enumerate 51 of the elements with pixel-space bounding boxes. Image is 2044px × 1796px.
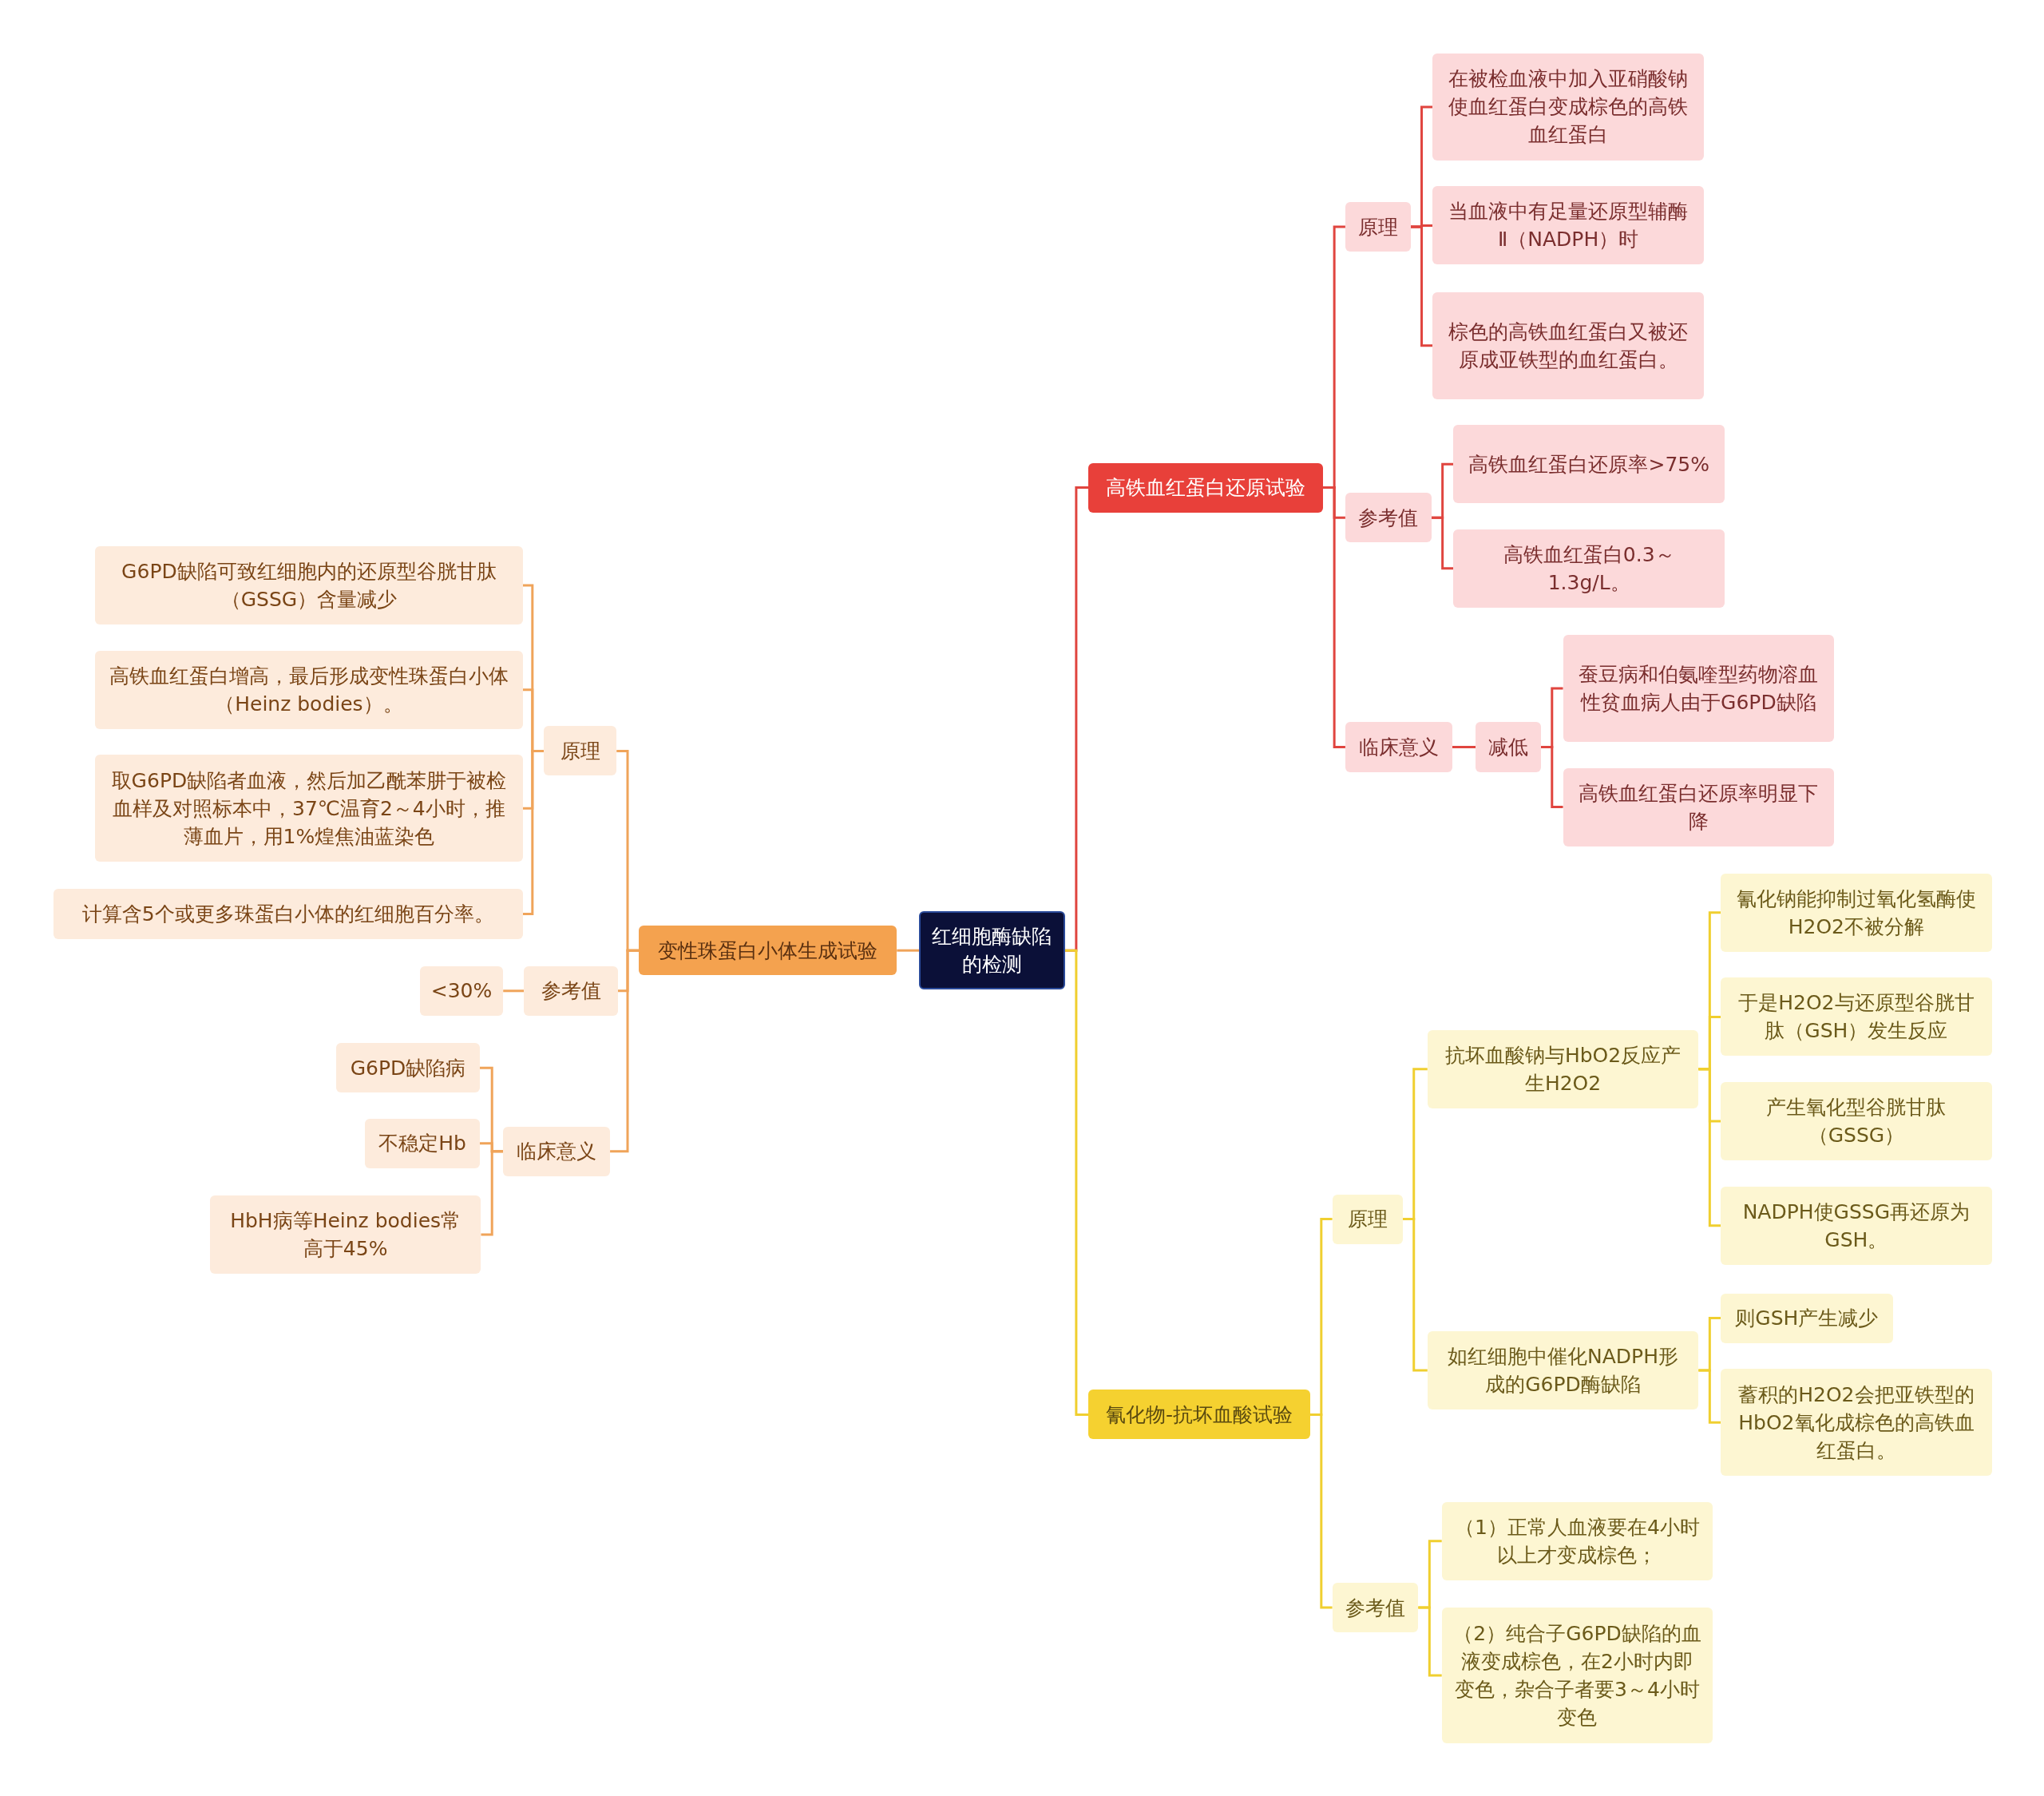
subtopic: 当血液中有足量还原型辅酶Ⅱ（NADPH）时 [1432,186,1704,265]
connector-line [1431,516,1454,570]
subtopic: 棕色的高铁血红蛋白又被还原成亚铁型的血红蛋白。 [1432,291,1704,399]
subtopic: NADPH使GSSG再还原为GSH。 [1721,1186,1992,1265]
connector-line [481,1150,504,1236]
subtopic: 蓄积的H2O2会把亚铁型的HbO2氧化成棕色的高铁血红蛋白。 [1721,1369,1992,1477]
main-topic: 高铁血红蛋白还原试验 [1088,462,1324,513]
subtopic: 在被检血液中加入亚硝酸钠使血红蛋白变成棕色的高铁血红蛋白 [1432,53,1704,161]
subtopic: 如红细胞中催化NADPH形成的G6PD酶缺陷 [1427,1330,1699,1409]
subtopic: G6PD缺陷病 [336,1043,480,1093]
connector-line [522,749,544,915]
subtopic: 产生氧化型谷胱甘肽（GSSG） [1721,1082,1992,1161]
subtopic: 高铁血红蛋白0.3～1.3g/L。 [1453,529,1725,608]
subtopic: G6PD缺陷可致红细胞内的还原型谷胱甘肽（GSSG）含量减少 [95,546,523,625]
main-topic: 氰化物-抗坏血酸试验 [1088,1390,1310,1440]
connector-line [1418,1606,1442,1677]
subtopic: 抗坏血酸钠与HbO2反应产生H2O2 [1427,1029,1699,1108]
subtopic: 于是H2O2与还原型谷胱甘肽（GSH）发生反应 [1721,977,1992,1057]
subtopic: 则GSH产生减少 [1721,1293,1893,1343]
subtopic: 减低 [1476,722,1541,772]
subtopic: 计算含5个或更多珠蛋白小体的红细胞百分率。 [53,889,523,939]
subtopic: 不稳定Hb [365,1118,480,1168]
connector-line [1410,225,1433,347]
subtopic: <30% [419,965,504,1016]
connector-line [503,989,525,993]
subtopic: 取G6PD缺陷者血液，然后加乙酰苯肼于被检血样及对照标本中，37℃温育2～4小时，推薄血片，用1%煌焦油蓝染色 [95,755,523,862]
subtopic: （2）纯合子G6PD缺陷的血液变成棕色，在2小时内即变色，杂合子者要3～4小时变色 [1441,1608,1713,1743]
subtopic: 蚕豆病和伯氨喹型药物溶血性贫血病人由于G6PD缺陷 [1563,635,1835,742]
subtopic: 参考值 [524,965,618,1016]
subtopic: 高铁血红蛋白增高，最后形成变性珠蛋白小体（Heinz bodies）。 [95,650,523,729]
subtopic: 氰化钠能抑制过氧化氢酶使H2O2不被分解 [1721,873,1992,952]
subtopic: HbH病等Heinz bodies常高于45% [209,1195,481,1275]
subtopic: 参考值 [1332,1583,1419,1633]
subtopic: 临床意义 [1345,722,1452,772]
connector-line [1452,746,1476,748]
connector-line [1064,949,1089,1416]
subtopic: （1）正常人血液要在4小时以上才变成棕色； [1441,1501,1713,1580]
connector-line [897,949,919,952]
subtopic: 原理 [543,726,617,776]
connector-line [1323,486,1345,748]
subtopic: 原理 [1345,202,1411,252]
connector-line [610,949,639,1153]
subtopic: 高铁血红蛋白还原率明显下降 [1563,767,1835,846]
connector-line [1698,1068,1721,1227]
central-topic: 红细胞酶缺陷的检测 [919,911,1065,990]
subtopic: 参考值 [1345,493,1432,543]
subtopic: 高铁血红蛋白还原率>75% [1453,425,1725,504]
subtopic: 原理 [1332,1194,1403,1244]
connector-line [1698,1369,1721,1424]
subtopic: 临床意义 [503,1126,611,1176]
main-topic: 变性珠蛋白小体生成试验 [639,926,897,976]
